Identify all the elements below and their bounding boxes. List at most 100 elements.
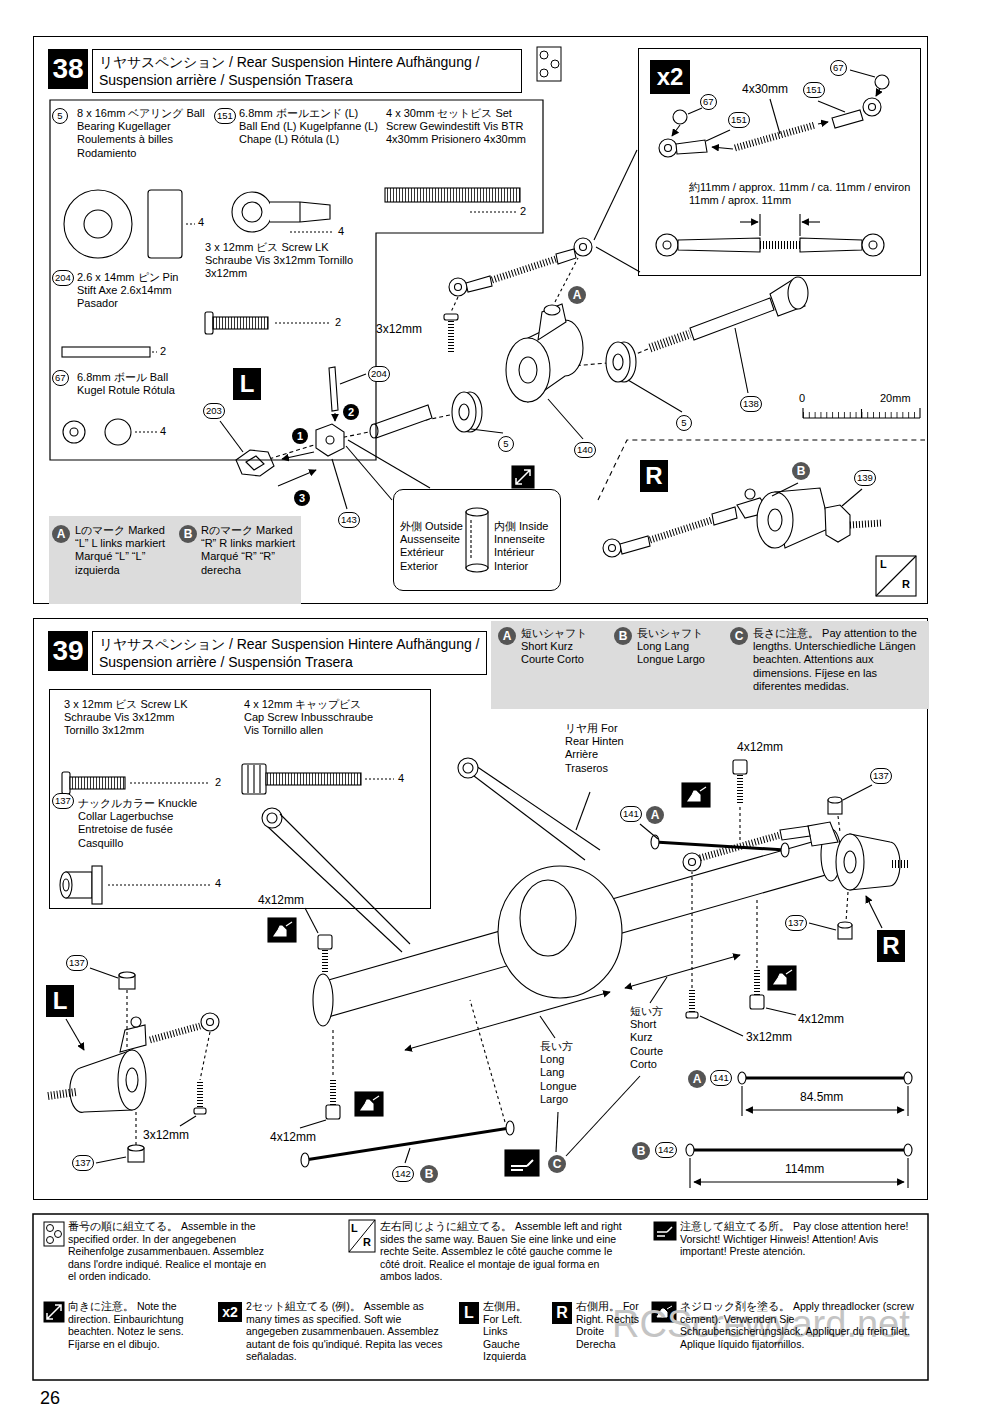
legend-icons — [55, 1231, 62, 1238]
marker-letter: B — [792, 462, 810, 480]
rear-suspension-step-39 — [405, 1148, 410, 1163]
order-number: 2 — [343, 404, 359, 420]
rear-suspension-step-38 — [606, 342, 630, 382]
rear-suspension-step-38 — [603, 539, 621, 557]
rear-suspension-step-39 — [746, 1109, 904, 1110]
dimension-text: 3x12mm — [376, 322, 422, 336]
rear-suspension-step-39 — [786, 970, 792, 974]
rear-suspension-step-38 — [650, 334, 690, 348]
rear-suspension-step-39 — [118, 1050, 146, 1110]
parts-icons — [152, 351, 157, 352]
note-text: 2 — [335, 316, 341, 329]
rear-suspension-step-39 — [683, 853, 701, 871]
parts-icons — [60, 188, 520, 904]
rear-suspension-step-39 — [809, 923, 836, 930]
rear-suspension-step-38 — [832, 110, 863, 128]
callout-number: 5 — [676, 415, 692, 431]
part-description: 4 x 30mm セットビス Set Screw Gewindestift Vi… — [386, 107, 536, 147]
rear-suspension-step-38 — [676, 140, 707, 154]
order-icon — [551, 60, 559, 68]
dimension-text: 4x30mm — [742, 82, 788, 96]
rear-suspension-step-39 — [322, 950, 328, 972]
rear-suspension-step-38 — [688, 108, 702, 114]
part-description: 約11mm / approx. 11mm / ca. 11mm / enviro… — [689, 181, 914, 207]
parts-icons — [232, 192, 272, 232]
callout-number: 137 — [785, 915, 807, 931]
rear-suspension-step-38 — [580, 244, 587, 251]
page-number: 26 — [40, 1388, 60, 1410]
part-description: 6.8mm ボールエンド (L) Ball End (L) Kugelpfann… — [239, 107, 379, 147]
rear-suspension-step-39 — [694, 1181, 904, 1182]
rear-suspension-step-39 — [90, 968, 118, 978]
rear-suspension-step-38 — [466, 276, 492, 292]
marker-letter: A — [688, 1070, 706, 1088]
rear-suspension-step-39 — [733, 760, 747, 774]
icon-letter: R — [363, 1236, 371, 1249]
callout-number: 151 — [214, 108, 236, 124]
rear-suspension-step-38 — [220, 421, 243, 452]
parts-icons — [470, 211, 516, 212]
rear-suspension-step-38 — [690, 298, 774, 340]
part-description: 2.6 x 14mm ピン Pin Stift Axe 2.6x14mm Pas… — [77, 271, 197, 311]
rear-suspension-step-39 — [474, 776, 585, 860]
rear-suspension-step-38 — [663, 241, 671, 249]
rear-suspension-step-38 — [678, 238, 760, 252]
parts-icons — [247, 765, 248, 793]
rear-suspension-step-38 — [799, 214, 800, 236]
rear-suspension-step-38 — [609, 545, 616, 552]
parts-icons — [205, 312, 213, 334]
rear-suspension-step-39 — [808, 822, 838, 846]
rear-suspension-step-38 — [372, 405, 432, 438]
rear-suspension-step-39 — [756, 900, 757, 968]
rear-suspension-step-39 — [506, 1121, 514, 1135]
rear-suspension-step-38 — [665, 145, 672, 152]
rear-suspension-step-38 — [656, 234, 678, 256]
rear-suspension-step-39 — [780, 826, 810, 840]
rear-suspension-step-39 — [355, 1092, 383, 1116]
callout-number: 137 — [52, 793, 74, 809]
rear-suspension-step-38 — [236, 450, 274, 476]
rear-suspension-step-38 — [876, 556, 916, 596]
rear-suspension-step-38 — [825, 505, 850, 542]
rear-suspension-step-39 — [843, 785, 872, 800]
rear-suspension-step-38 — [760, 241, 800, 249]
side-marker: L — [459, 1302, 479, 1324]
rear-suspension-step-38 — [256, 348, 650, 463]
marker-letter: B — [420, 1165, 438, 1183]
rear-suspension-step-39 — [318, 838, 836, 1017]
rear-suspension-step-38 — [466, 564, 488, 572]
part-description: Rのマーク Marked “R” R links markiert Marqué… — [201, 524, 297, 577]
rear-suspension-step-39 — [754, 970, 760, 995]
order-icon — [537, 47, 561, 81]
rear-suspension-step-39 — [505, 1150, 539, 1176]
rear-suspension-step-39 — [300, 1120, 326, 1128]
dimension-text: 3x12mm — [143, 1128, 189, 1142]
rear-suspension-step-38 — [444, 314, 458, 320]
rear-suspension-step-39 — [48, 758, 912, 1188]
rear-suspension-step-38 — [370, 424, 378, 438]
parts-box-outline — [50, 100, 543, 460]
rear-suspension-step-38 — [574, 238, 592, 256]
rear-suspension-step-39 — [268, 918, 296, 942]
rear-suspension-step-39 — [458, 758, 478, 778]
rear-suspension-step-38 — [220, 70, 925, 596]
rear-suspension-step-38 — [332, 459, 347, 509]
rear-suspension-step-39 — [844, 851, 856, 873]
rear-suspension-step-39 — [866, 896, 882, 928]
rear-suspension-step-39 — [201, 1013, 219, 1031]
callout-number: 139 — [854, 470, 876, 486]
quantity-marker: x2 — [650, 60, 690, 94]
rear-suspension-step-39 — [700, 1016, 743, 1036]
rear-suspension-step-39 — [498, 866, 622, 998]
rear-suspension-step-39 — [268, 918, 296, 942]
side-marker: R — [552, 1302, 572, 1324]
part-description: 3 x 12mm ビス Screw LK Schraube Vis 3x12mm… — [64, 698, 194, 738]
rear-suspension-step-38 — [596, 247, 640, 272]
rear-suspension-step-38 — [842, 489, 862, 506]
rear-suspension-step-38 — [818, 122, 828, 124]
rear-suspension-step-38 — [650, 520, 712, 540]
rear-suspension-step-39 — [405, 992, 610, 1050]
rear-suspension-step-39 — [846, 892, 848, 922]
rear-suspension-step-39 — [373, 1096, 379, 1100]
rear-suspension-step-38 — [869, 104, 876, 111]
